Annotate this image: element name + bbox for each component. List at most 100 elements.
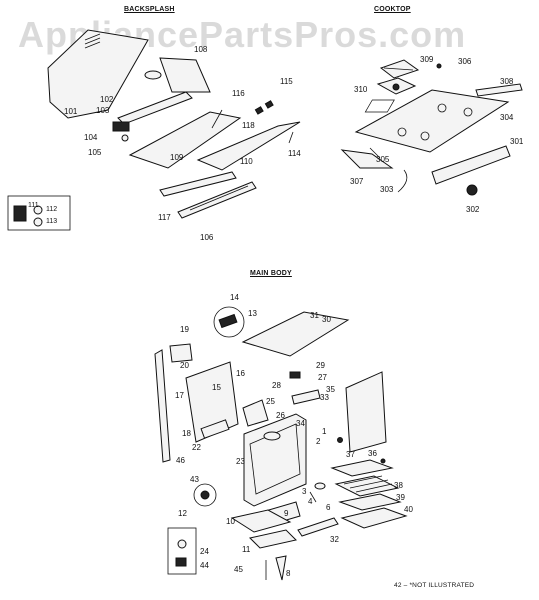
part-302-knob (466, 184, 478, 196)
label-115: 115 (280, 77, 293, 86)
inset-box-111-113 (7, 195, 71, 231)
label-36: 36 (368, 449, 377, 458)
part-37-broiler-pan (330, 459, 394, 477)
part-114-pin (288, 131, 294, 144)
label-113: 113 (46, 218, 58, 225)
part-101-backsplash-panel (47, 29, 149, 119)
label-37: 37 (346, 450, 355, 459)
part-104-socket (112, 121, 130, 132)
part-43-grommet (200, 490, 210, 500)
part-11-kickplate (249, 529, 297, 549)
part-110-trim (196, 121, 301, 171)
label-19: 19 (180, 325, 189, 334)
label-46: 46 (176, 456, 185, 465)
part-2-oven-body (243, 413, 307, 507)
label-16: 16 (236, 369, 245, 378)
label-23: 23 (236, 457, 245, 466)
label-108: 108 (194, 45, 208, 54)
part-306-screw (436, 63, 442, 69)
label-116: 116 (232, 89, 245, 98)
label-15: 15 (212, 383, 221, 392)
label-118: 118 (242, 121, 255, 130)
label-10: 10 (226, 517, 235, 526)
part-28-switch (289, 371, 301, 379)
part-22-cover (200, 419, 230, 439)
part-108-bracket (159, 57, 211, 93)
label-11: 11 (242, 545, 251, 554)
section-title-main-body: MAIN BODY (250, 270, 292, 277)
part-111-block (13, 205, 27, 222)
part-109-glass (128, 111, 242, 169)
part-33-trim (291, 389, 321, 405)
label-43: 43 (190, 475, 199, 484)
label-45: 45 (234, 565, 243, 574)
oven-cavity (249, 423, 301, 495)
label-310: 310 (354, 85, 368, 94)
cooktop-burners (364, 99, 473, 141)
label-302: 302 (466, 205, 480, 214)
label-112: 112 (46, 206, 58, 213)
part-112-nut (33, 205, 43, 215)
label-309: 309 (420, 55, 434, 64)
label-22: 22 (192, 443, 201, 452)
label-305: 305 (376, 155, 390, 164)
label-301: 301 (510, 137, 524, 146)
vent-slots (189, 185, 249, 211)
label-8: 8 (286, 569, 291, 578)
part-4-fitting (309, 491, 317, 503)
part-32-rail (297, 517, 339, 537)
part-19-bracket (169, 343, 193, 363)
part-39-pan (338, 493, 402, 511)
label-25: 25 (266, 397, 275, 406)
section-title-cooktop: COOKTOP (374, 6, 411, 13)
label-44: 44 (200, 561, 209, 570)
footnote-not-illustrated: 42 – *NOT ILLUSTRATED (394, 582, 475, 589)
part-3-valve (314, 482, 326, 490)
part-46-side-trim (154, 349, 171, 463)
label-20: 20 (180, 361, 189, 370)
part-10-base (230, 509, 292, 533)
label-14: 14 (230, 293, 239, 302)
label-105: 105 (88, 148, 102, 157)
label-2: 2 (316, 437, 321, 446)
label-3: 3 (302, 487, 307, 496)
part-303-cable (397, 169, 408, 193)
part-115-clip (254, 106, 264, 115)
label-306: 306 (458, 57, 472, 66)
part-44-block (175, 557, 187, 567)
part-36-screw (380, 458, 386, 464)
part-105-screw (121, 134, 129, 142)
label-114: 114 (288, 149, 301, 158)
burner-center (392, 83, 400, 91)
part-304-cooktop (354, 89, 510, 153)
label-34: 34 (296, 419, 305, 428)
inset-box-12 (167, 527, 197, 575)
part-40-drawer (340, 507, 408, 529)
part-26-element (263, 431, 281, 441)
panel-vents (84, 33, 101, 49)
part-307-bezel (340, 149, 394, 169)
part-30-top-panel (241, 311, 350, 357)
label-24: 24 (200, 547, 209, 556)
label-1: 1 (322, 427, 327, 436)
label-106: 106 (200, 233, 214, 242)
detail-circle-13-14 (213, 306, 245, 338)
label-12: 12 (178, 509, 187, 518)
section-title-backsplash: BACKSPLASH (124, 6, 175, 13)
label-307: 307 (350, 177, 364, 186)
label-13: 13 (248, 309, 257, 318)
label-35: 35 (326, 385, 335, 394)
label-308: 308 (500, 77, 514, 86)
label-109: 109 (170, 153, 184, 162)
part-116-rod (211, 109, 223, 129)
part-25-bracket (242, 399, 269, 427)
label-26: 26 (276, 411, 285, 420)
part-35-door (345, 371, 387, 453)
label-117: 117 (158, 213, 171, 222)
label-28: 28 (272, 381, 281, 390)
rack-grid (343, 475, 393, 493)
grate-cross (383, 67, 414, 71)
label-4: 4 (308, 497, 313, 506)
part-117-rail (159, 171, 237, 197)
